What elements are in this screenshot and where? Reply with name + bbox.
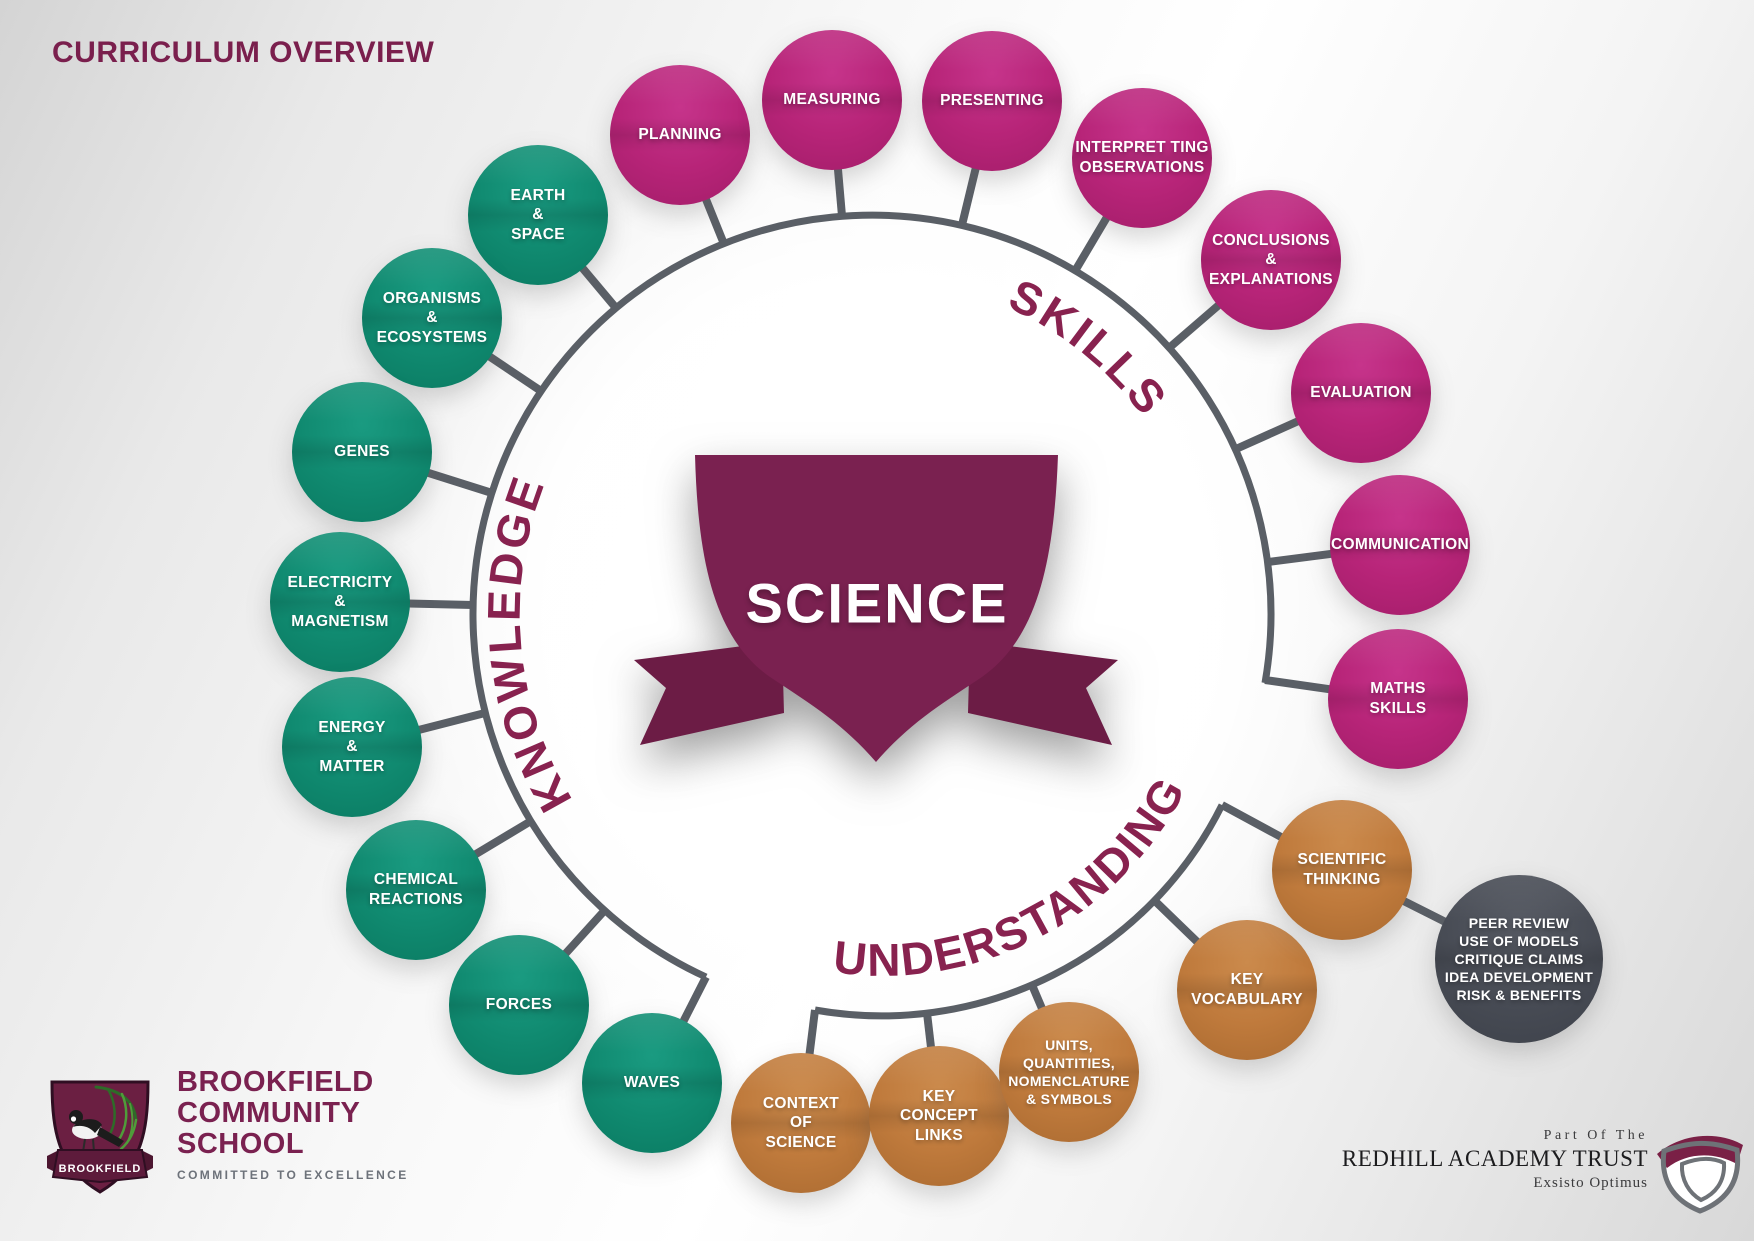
skills-arc-label: SKILLS <box>1001 269 1178 426</box>
node-label-line: PLANNING <box>638 126 722 144</box>
trust-shield-outline <box>1660 1140 1741 1214</box>
node-label-line: REACTIONS <box>369 891 463 908</box>
node-label-line: SCIENCE <box>765 1133 837 1151</box>
node-interpreting-observations: INTERPRET TING OBSERVATIONS <box>1072 88 1212 228</box>
node-label-line: FORCES <box>485 996 553 1014</box>
node-organisms-ecosystems: ORGANISMS &ECOSYSTEMS <box>362 248 502 388</box>
node-label-line: NOMENCLATURE <box>1008 1073 1130 1089</box>
node-evaluation: EVALUATION <box>1291 323 1431 463</box>
node-label-line: WAVES <box>623 1074 681 1092</box>
node-label-line: ENERGY <box>318 718 386 736</box>
node-label-line: GENES <box>334 443 390 461</box>
node-label-line: SCIENTIFIC <box>1297 851 1387 869</box>
node-label-line: & <box>426 309 438 327</box>
node-label-line: INTERPRET TING <box>1075 139 1209 157</box>
redhill-trust-logo <box>1657 1135 1743 1214</box>
school-crest: BROOKFIELD <box>47 1080 153 1194</box>
node-label-line: CRITIQUE CLAIMS <box>1454 950 1584 967</box>
understanding-ring-arc <box>814 803 1226 1020</box>
shield-ribbon-left <box>634 641 784 745</box>
node-label-line: CONCEPT <box>900 1107 978 1125</box>
crest-bird <box>69 1110 124 1153</box>
node-label-line: KEY <box>1230 971 1264 989</box>
node-label-line: LINKS <box>915 1126 963 1144</box>
node-communication: COMMUNICATION <box>1330 475 1470 615</box>
node-chemical-reactions: CHEMICAL REACTIONS <box>346 820 486 960</box>
crest-banner: BROOKFIELD <box>47 1149 153 1184</box>
node-label-line: & <box>334 593 346 611</box>
node-waves: WAVES <box>582 1013 722 1153</box>
node-label-line: MEASURING <box>783 91 881 109</box>
node-genes: GENES <box>292 382 432 522</box>
node-label-line: THINKING <box>1303 871 1381 888</box>
crest-willow <box>94 1085 138 1151</box>
node-label-line: CONCLUSIONS <box>1212 231 1330 249</box>
node-label-line: & <box>346 738 358 756</box>
node-measuring: MEASURING <box>762 30 902 170</box>
node-label-line: EVALUATION <box>1310 384 1412 402</box>
node-label-line: COMMUNICATION <box>1331 536 1469 554</box>
page-title: CURRICULUM OVERVIEW <box>52 36 435 69</box>
knowledge-arc-label: KNOWLEDGE <box>478 468 582 821</box>
shield-ribbon-right <box>968 641 1118 745</box>
node-label-line: KEY <box>922 1087 956 1105</box>
node-label-line: EARTH <box>510 186 566 204</box>
trust-inner-mark <box>1679 1157 1727 1203</box>
science-shield <box>634 455 1118 762</box>
node-label-line: RISK & BENEFITS <box>1456 987 1582 1004</box>
trust-motto: Exsisto Optimus <box>1533 1175 1648 1191</box>
school-name-line: BROOKFIELD <box>177 1066 374 1098</box>
node-label-line: SPACE <box>511 225 565 243</box>
node-label-line: ORGANISMS <box>382 289 482 307</box>
node-label-line: CONTEXT <box>762 1094 840 1112</box>
node-label-line: EXPLANATIONS <box>1209 270 1333 288</box>
node-label-line: & <box>1265 251 1277 269</box>
node-earth-space: EARTH &SPACE <box>468 145 608 285</box>
node-label-line: ECOSYSTEMS <box>376 328 488 346</box>
node-label-line: PRESENTING <box>940 92 1044 110</box>
node-label-line: IDEA DEVELOPMENT <box>1444 969 1594 986</box>
node-key-vocabulary: KEY VOCABULARY <box>1177 920 1317 1060</box>
science-shield-label: SCIENCE <box>745 571 1009 635</box>
node-label-line: & SYMBOLS <box>1026 1091 1112 1108</box>
shield-body <box>695 455 1058 762</box>
node-label-line: CHEMICAL <box>373 871 459 889</box>
node-label-line: OBSERVATIONS <box>1079 159 1205 176</box>
node-electricity-magnetism: ELECTRICITY &MAGNETISM <box>270 532 410 672</box>
node-label-line: ELECTRICITY <box>287 573 393 591</box>
node-label-line: OF <box>789 1114 813 1132</box>
school-name-block: BROOKFIELD COMMUNITY SCHOOL COMMITTED TO… <box>177 1066 409 1183</box>
node-scientific-thinking: SCIENTIFIC THINKING <box>1272 800 1412 940</box>
node-label-line: MATTER <box>319 757 385 775</box>
trust-pre-text: Part Of The <box>1543 1128 1648 1143</box>
node-presenting: PRESENTING <box>922 31 1062 171</box>
knowledge-skills-ring-arc <box>469 211 1275 981</box>
crest-banner-label: BROOKFIELD <box>59 1163 142 1175</box>
node-label-line: PEER REVIEW <box>1468 914 1570 931</box>
node-energy-matter: ENERGY &MATTER <box>282 677 422 817</box>
node-label-line: & <box>532 206 544 224</box>
node-units-quantities-nomenclature-symbols: UNITS,QUANTITIES, NOMENCLATURE & SYMBOLS <box>999 1002 1139 1142</box>
node-label-line: UNITS, <box>1045 1036 1093 1053</box>
node-label-line: QUANTITIES, <box>1023 1054 1115 1071</box>
understanding-arc-label: UNDERSTANDING <box>831 767 1195 986</box>
node-label-line: SKILLS <box>1369 700 1427 717</box>
trust-text-block: Part Of The REDHILL ACADEMY TRUST Exsist… <box>1342 1128 1648 1192</box>
node-forces: FORCES <box>449 935 589 1075</box>
node-planning: PLANNING <box>610 65 750 205</box>
node-label-line: VOCABULARY <box>1191 991 1303 1008</box>
node-conclusions-explanations: CONCLUSIONS &EXPLANATIONS <box>1201 190 1341 330</box>
node-label-line: MATHS <box>1370 680 1426 698</box>
school-name-line: SCHOOL <box>177 1128 305 1160</box>
trust-name: REDHILL ACADEMY TRUST <box>1341 1146 1648 1171</box>
node-maths-skills: MATHS SKILLS <box>1328 629 1468 769</box>
node-label-line: MAGNETISM <box>291 612 389 630</box>
school-name-line: COMMUNITY <box>177 1097 361 1129</box>
node-label-line: USE OF MODELS <box>1459 932 1579 949</box>
school-tagline: COMMITTED TO EXCELLENCE <box>177 1168 409 1182</box>
